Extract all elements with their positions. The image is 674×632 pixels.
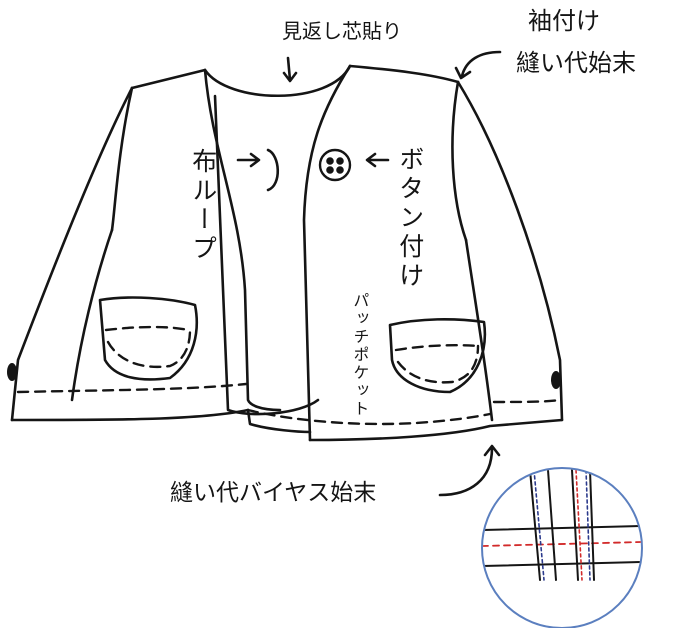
- arrow-nunoloop: [236, 152, 261, 168]
- left-shoulder: [130, 68, 207, 90]
- label-patch-pocket: パッチポケット: [350, 292, 370, 418]
- label-button: ボタン付け: [395, 146, 425, 291]
- right-pocket-stitch: [394, 344, 480, 352]
- right-sleeve-inner: [464, 238, 494, 422]
- left-sleeve-outer: [10, 86, 134, 422]
- label-sleeve-line2: 縫い代始末: [516, 49, 636, 77]
- button: [318, 148, 352, 182]
- label-mikaeshi: 見返し芯貼り: [282, 19, 402, 43]
- back-neckline: [203, 64, 352, 98]
- lower-hem-stitch: [246, 408, 492, 426]
- left-pocket-edge-stitch: [106, 328, 192, 369]
- left-sleeve-inner: [70, 228, 114, 402]
- left-cuff-tab: [7, 363, 17, 381]
- left-body-side: [110, 86, 134, 232]
- right-hem-stitch: [492, 398, 562, 404]
- left-pocket-stitch: [104, 325, 190, 332]
- left-pocket: [98, 296, 199, 381]
- arrow-sode: [454, 50, 502, 80]
- right-hem: [308, 418, 564, 442]
- label-fabric-loop: 布ループ: [188, 148, 218, 264]
- label-sleeve-line1: 袖付け: [528, 7, 600, 35]
- lower-right-front: [246, 408, 312, 434]
- left-front-outline: [203, 68, 282, 412]
- right-shoulder: [348, 64, 460, 84]
- arrow-bias: [438, 444, 501, 497]
- arrow-button: [365, 152, 390, 168]
- right-front-edge: [302, 64, 352, 442]
- right-sleeve-outer: [456, 80, 564, 422]
- inner-lining: [213, 94, 320, 416]
- right-armhole: [451, 80, 468, 242]
- left-hem: [10, 408, 250, 422]
- detail-inset: [481, 467, 643, 629]
- left-hem-stitch: [16, 382, 248, 394]
- button-loop: [266, 148, 280, 192]
- right-pocket: [388, 318, 487, 394]
- label-bias: 縫い代バイヤス始末: [170, 480, 377, 506]
- right-cuff-tab: [551, 371, 561, 389]
- arrow-mikaeshi: [282, 56, 298, 83]
- right-pocket-edge-stitch: [396, 344, 480, 384]
